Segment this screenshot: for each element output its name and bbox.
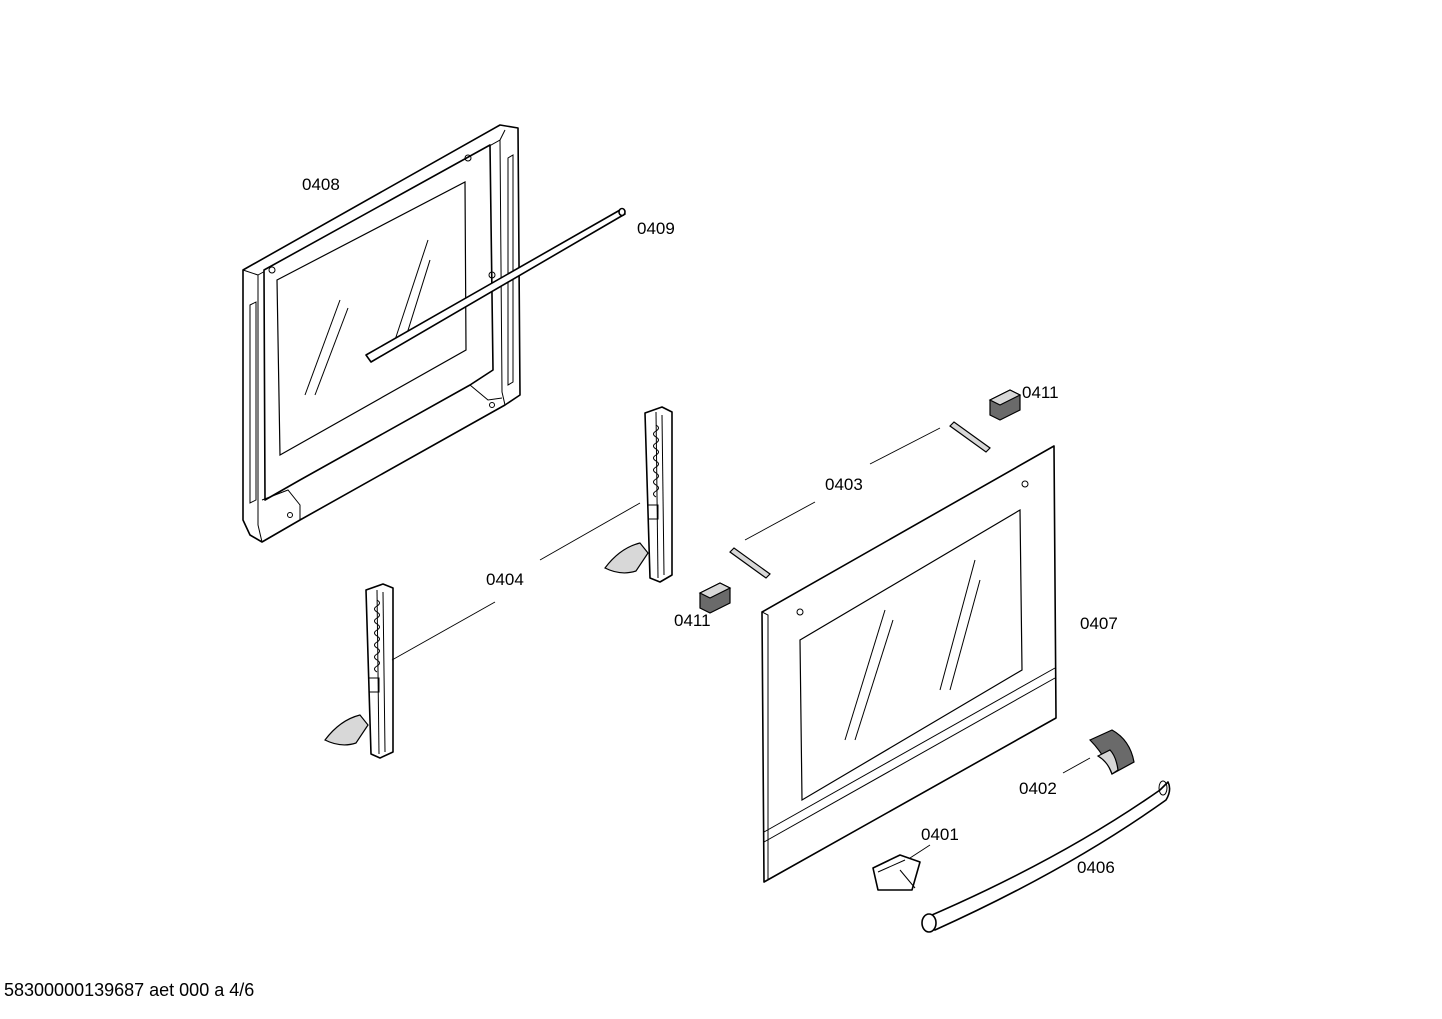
label-0407: 0407	[1080, 614, 1118, 633]
document-reference-footer: 58300000139687 aet 000 a 4/6	[4, 980, 255, 1000]
part-0407-outer-door	[761, 445, 1057, 883]
part-0411-clip-bottom	[698, 582, 732, 614]
label-0411-top: 0411	[1022, 383, 1059, 402]
part-0409-rod	[365, 207, 626, 363]
label-0402: 0402	[1019, 779, 1057, 798]
part-0408-inner-door-frame	[242, 124, 521, 543]
label-0408: 0408	[302, 175, 340, 194]
part-0403-pin-top	[949, 421, 991, 453]
part-0404-hinge-right	[604, 406, 673, 583]
label-0404: 0404	[486, 570, 524, 589]
part-0403-pin-bottom	[729, 547, 771, 579]
label-0409: 0409	[637, 219, 675, 238]
label-0403: 0403	[825, 475, 863, 494]
label-0401: 0401	[921, 825, 959, 844]
part-0406-handle-bar	[921, 780, 1171, 933]
part-0404-hinge-left	[324, 583, 394, 759]
label-0411-bottom: 0411	[674, 611, 711, 630]
part-0402-end-cap	[1088, 729, 1135, 775]
leader-lines	[391, 427, 1091, 859]
part-0401-end-cap	[872, 854, 921, 891]
part-0411-clip-top	[988, 389, 1022, 421]
label-0406: 0406	[1077, 858, 1115, 877]
